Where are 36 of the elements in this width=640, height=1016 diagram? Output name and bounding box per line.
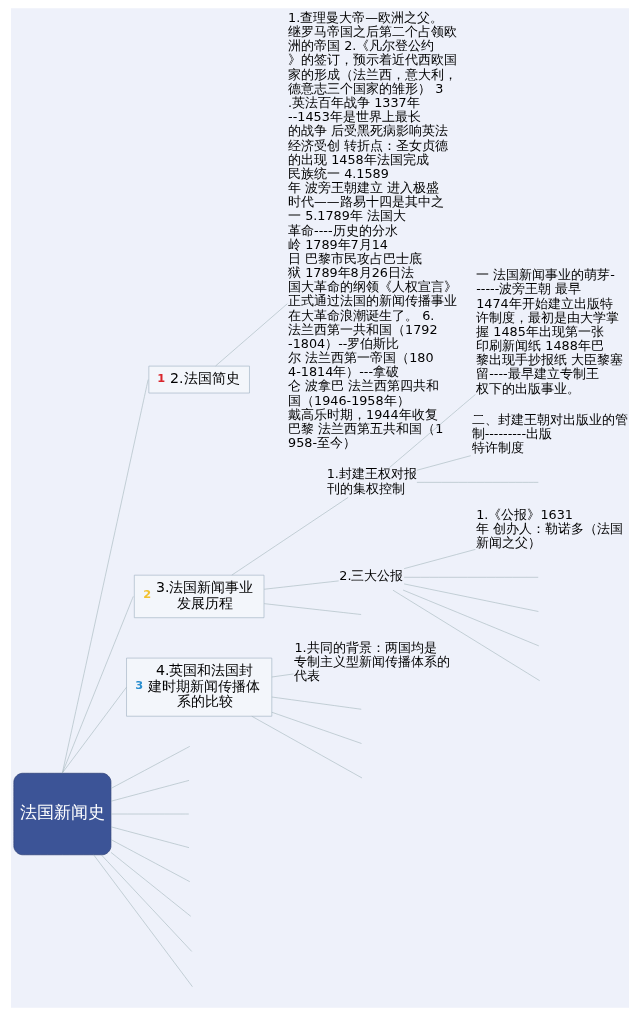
- connector: [392, 589, 540, 681]
- connector: [110, 852, 192, 917]
- node-box: 法国新闻史: [13, 772, 112, 856]
- connector: [101, 854, 193, 952]
- connector: [215, 303, 288, 367]
- connector: [263, 580, 339, 590]
- connector: [231, 497, 349, 576]
- node-text: 1.共同的背景：两国均是专制主义型新闻传播体系的代表: [294, 640, 451, 684]
- connector: [62, 379, 149, 774]
- connector: [93, 854, 193, 987]
- connector: [110, 780, 190, 802]
- connector: [271, 711, 362, 744]
- connector: [110, 746, 191, 789]
- node-text: 一 法国新闻事业的萌芽------波旁王朝 最早1474年开始建立出版特许制度，最初是由大学掌握 1485年出现第一张印刷新闻纸 1488年巴黎出现手抄报纸 大臣黎塞留----最早建立专制王权下的出版事业。: [476, 267, 624, 396]
- connector: [416, 482, 539, 483]
- connector: [403, 583, 539, 612]
- connector: [403, 549, 476, 569]
- node-text: 二、封建王朝对出版业的管制---------出版特许制度: [471, 411, 628, 456]
- connector: [263, 603, 362, 615]
- connector: [416, 455, 471, 471]
- node-box: 1 2.法国简史: [148, 365, 250, 394]
- connector: [62, 686, 127, 774]
- connector: [271, 673, 294, 678]
- node-text: 1.封建王权对报刊的集权控制: [326, 466, 417, 496]
- connector: [62, 596, 134, 774]
- connector: [403, 577, 539, 578]
- connector: [271, 696, 362, 710]
- connector: [389, 394, 476, 468]
- node-text: 2.三大公报: [339, 568, 404, 584]
- node-text: 1.《公报》1631年 创办人：勒诺多（法国新闻之父）: [476, 506, 624, 551]
- connector: [110, 826, 190, 848]
- connector: [251, 715, 363, 779]
- connector: [402, 589, 540, 647]
- connector: [110, 839, 191, 882]
- node-text: 1.查理曼大帝—欧洲之父。继罗马帝国之后第二个占领欧洲的帝国 2.《凡尔登公约》的签订，预示着近代西欧国家的形成（法兰西，意大利，德意志三个国家的雏形） 3.英法百年战争 1337年--1453年是世界上最长的战争 后受黑死病影响英法经济受创 转折点：圣女贞德的出现 1458年法国完成民族统一 4.1589年 波旁王朝建立 进入极盛时代——路易十四是其中之一 5.1789年 法国大革命----历史的分水岭 1789年7月14日 巴黎市民攻占巴士底狱 1789年8月26日法国大革命的纲领《人权宣言》正式通过法国的新闻传播事业在大革命浪潮诞生了。 6.法兰西第一共和国（1792-1804）--罗伯斯比尔 法兰西第一帝国（1804-1814年）---拿破仑 波拿巴 法兰西第四共和国（1946-1958年）戴高乐时期，1944年收复巴黎 法兰西第五共和国（1958-至今）: [288, 9, 458, 451]
- node-box: 3 4.英国和法国封建时期新闻传播体系的比较: [126, 657, 273, 717]
